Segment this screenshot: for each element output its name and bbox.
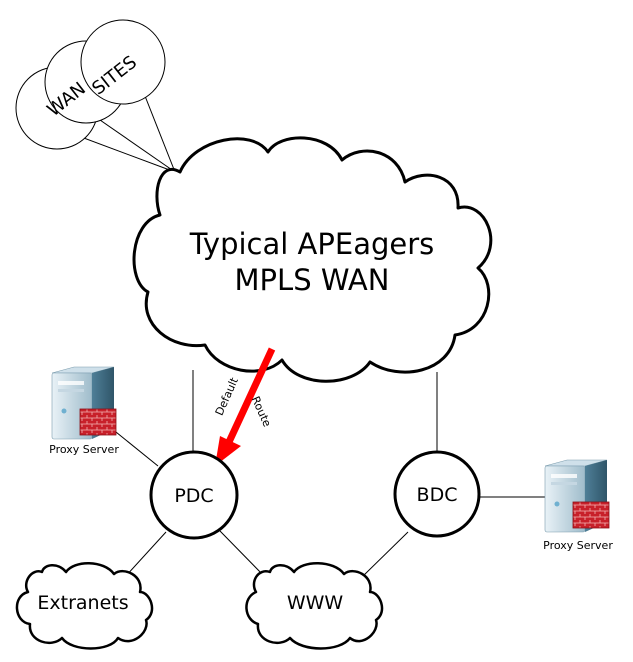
arrow-label-default: Default — [213, 375, 242, 418]
proxy-server-left-label: Proxy Server — [49, 443, 119, 456]
link-pdc-www — [219, 530, 267, 579]
wan-site-circle-3 — [80, 19, 166, 105]
server-icon — [51, 366, 117, 440]
proxy-server-left: Proxy Server — [49, 366, 119, 456]
proxy-server-right-label: Proxy Server — [543, 539, 613, 552]
arrow-label-route: Route — [249, 394, 274, 429]
wan-sites: WAN SITES — [15, 19, 166, 150]
server-icon — [544, 459, 610, 533]
bdc-label: BDC — [417, 484, 458, 506]
link-pdc-extranets — [124, 531, 167, 578]
mpls-cloud-shape — [132, 136, 493, 383]
link-wan-site-2 — [99, 119, 176, 173]
link-wan-site-3 — [144, 95, 176, 173]
cloud-title-line2: MPLS WAN — [235, 263, 390, 297]
link-pdc-proxy — [110, 427, 159, 467]
proxy-server-right: Proxy Server — [543, 459, 613, 552]
pdc-label: PDC — [174, 485, 213, 507]
connector-lines — [56, 95, 545, 579]
link-bdc-www — [361, 531, 409, 578]
cloud-title-line1: Typical APEagers — [189, 227, 435, 261]
www-cloud: WWW — [245, 562, 384, 650]
extranets-cloud: Extranets — [15, 562, 154, 650]
www-label: WWW — [287, 592, 344, 614]
extranets-label: Extranets — [37, 592, 128, 614]
bdc-node: BDC — [393, 450, 481, 538]
mpls-wan-cloud: Typical APEagers MPLS WAN — [132, 136, 493, 383]
pdc-node: PDC — [149, 450, 239, 540]
